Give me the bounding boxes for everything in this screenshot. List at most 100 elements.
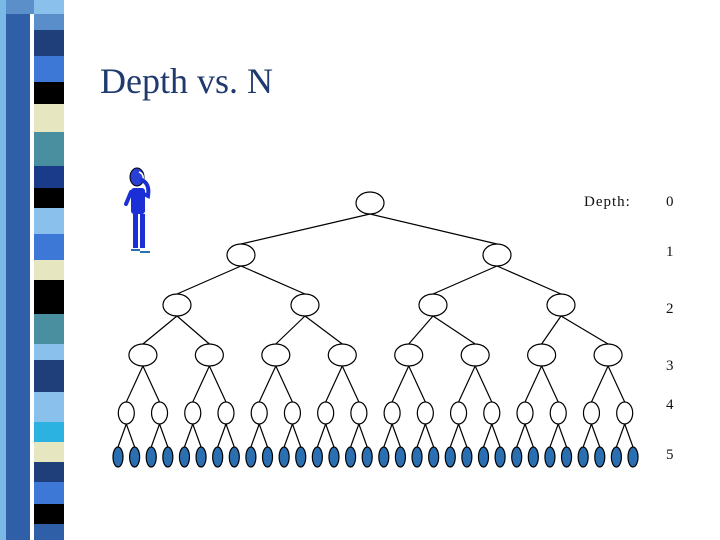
- tree-leaf-node: [278, 446, 290, 468]
- tree-leaf-node: [311, 446, 323, 468]
- tree-node: [150, 401, 169, 425]
- tree-edge: [474, 365, 493, 403]
- tree-node: [516, 401, 534, 425]
- tree-node: [416, 401, 434, 425]
- tree-edge: [549, 423, 559, 448]
- tree-node: [355, 191, 385, 215]
- tree-leaf-node: [461, 446, 473, 468]
- tree-leaf-node: [544, 446, 556, 468]
- tree-edge: [624, 423, 634, 448]
- tree-leaf-node: [494, 446, 506, 468]
- tree-edge: [541, 365, 559, 403]
- tree-leaf-node: [178, 446, 191, 468]
- tree-node: [128, 343, 158, 367]
- tree-edge: [560, 315, 609, 345]
- tree-node: [593, 343, 623, 367]
- tree-edge: [590, 365, 609, 403]
- tree-edge: [283, 423, 293, 448]
- tree-leaf-node: [378, 446, 390, 468]
- tree-edge: [208, 365, 227, 403]
- tree-edge: [150, 423, 161, 448]
- tree-node: [482, 243, 512, 267]
- tree-edge: [496, 265, 562, 295]
- tree-node: [290, 293, 320, 317]
- decorative-sidebar: [0, 0, 66, 540]
- tree-edge: [142, 365, 161, 403]
- tree-edge: [482, 423, 493, 448]
- thinking-person-icon: [124, 167, 151, 253]
- tree-node: [226, 243, 256, 267]
- tree-edge: [142, 315, 178, 345]
- tree-leaf-node: [610, 446, 622, 468]
- tree-leaf-node: [344, 446, 357, 468]
- tree-edge: [607, 365, 626, 403]
- tree-edge: [408, 365, 426, 403]
- tree-node: [217, 401, 235, 425]
- tree-edge: [458, 365, 476, 403]
- tree-edge: [458, 423, 468, 448]
- tree-leaf-node: [228, 446, 240, 468]
- tree-edge: [416, 423, 426, 448]
- tree-node: [261, 343, 291, 367]
- tree-edge: [432, 315, 476, 345]
- tree-node: [184, 401, 202, 425]
- tree-edge: [125, 423, 136, 448]
- tree-edge: [240, 213, 371, 245]
- tree-node: [449, 401, 468, 425]
- tree-edge: [358, 423, 368, 448]
- depth-value-5: 5: [666, 447, 674, 463]
- tree-edge: [391, 423, 401, 448]
- tree-node: [194, 343, 224, 367]
- depth-value-0: 0: [666, 194, 674, 210]
- tree-edge: [391, 365, 410, 403]
- tree-edge: [408, 315, 434, 345]
- tree-edge: [258, 365, 277, 403]
- tree-edge: [615, 423, 626, 448]
- tree-node: [616, 401, 634, 425]
- depth-value-3: 3: [666, 358, 674, 374]
- tree-leaf-node: [361, 446, 373, 468]
- tree-edge: [449, 423, 460, 448]
- tree-leaf-node: [560, 446, 573, 468]
- tree-edge: [225, 423, 235, 448]
- tree-edge: [557, 423, 568, 448]
- tree-node: [527, 343, 557, 367]
- tree-leaf-node: [295, 446, 307, 468]
- depth-value-4: 4: [666, 397, 674, 413]
- tree-leaf-node: [577, 446, 589, 468]
- tree-edge: [424, 423, 435, 448]
- tree-edge: [524, 423, 534, 448]
- tree-leaf-node: [162, 446, 174, 468]
- depth-value-1: 1: [666, 244, 674, 260]
- tree-node: [283, 401, 302, 425]
- tree-node: [460, 343, 490, 367]
- tree-leaf-node: [212, 446, 224, 468]
- tree-node: [549, 401, 567, 425]
- slide-title: Depth vs. N: [100, 61, 273, 101]
- tree-leaf-node: [129, 446, 141, 468]
- tree-edge: [117, 423, 127, 448]
- tree-edge: [158, 423, 169, 448]
- tree-leaf-node: [527, 446, 539, 468]
- tree-edge: [325, 365, 343, 403]
- tree-node: [350, 401, 368, 425]
- tree-leaf-node: [511, 446, 523, 468]
- tree-edge: [341, 365, 360, 403]
- depth-heading: Depth:: [584, 194, 631, 210]
- tree-node: [250, 401, 268, 425]
- tree-leaf-node: [245, 446, 257, 468]
- tree-edge: [275, 315, 306, 345]
- tree-edge: [316, 423, 327, 448]
- depth-value-2: 2: [666, 301, 674, 317]
- tree-leaf-node: [594, 446, 606, 468]
- tree-node: [546, 293, 576, 317]
- tree-edge: [304, 315, 343, 345]
- tree-node: [582, 401, 601, 425]
- tree-leaf-node: [627, 446, 639, 468]
- tree-leaf-node: [145, 446, 157, 468]
- tree-edge: [369, 213, 498, 245]
- tree-node: [383, 401, 401, 425]
- tree-edge: [240, 265, 306, 295]
- tree-leaf-node: [394, 446, 407, 468]
